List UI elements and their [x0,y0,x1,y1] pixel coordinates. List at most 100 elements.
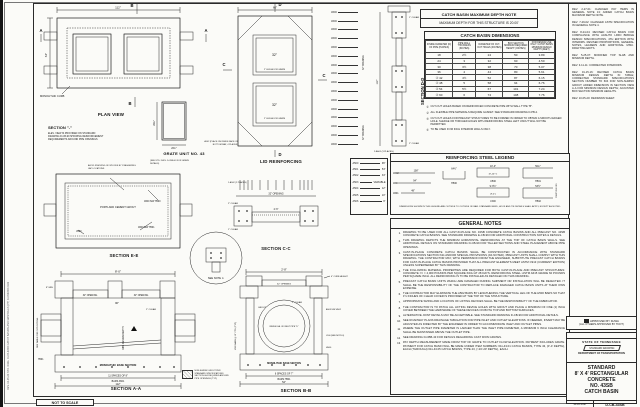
dd-clear2-label: 2" CLEAR [409,142,419,145]
aa-min-depth: MIN. DESIGN DEPTH [123,326,125,349]
plan-marker-a-right: A [204,28,207,33]
bar-strip-row: A500 [331,70,358,79]
bar-strip-line [337,20,358,22]
standard-drawing-banner: STANDARD DRAWING [582,345,621,351]
bb-clear2-label: 2" CLEAR [292,301,302,304]
bar-strip-line [337,47,358,49]
bar-strip-row: A500 [331,131,358,140]
bb-spaces-label: 6 SPACES OF 7" [275,373,293,376]
bar-schedule-box: A500 96" A501 54" A502 34" A503 VARIABLE [350,158,388,215]
bar-schedule-row: A506 9" [351,198,387,204]
bar-line [359,162,381,164]
section-bb-geometry [239,269,331,387]
steel-legend-diagram: 108" A502 94" A500 48" A501 64½" H500 10… [393,165,558,203]
dimensions-table-row: ② 48 5 58 94 6.76 [424,80,555,87]
general-note-text: SEE DRAWING D-CBB-43 FOR DETAILS REGARDI… [403,334,502,339]
bar-strip-line [337,73,358,75]
general-note: 7. APPROPRIATE SIZING AND LOCATION OF LI… [395,299,565,304]
bb-grout-label: GROUT [258,307,267,309]
bar-strip-label: A500 [331,116,337,120]
general-note: 6. THE CONTRACTOR MAY ELIMINATE THE A502… [395,291,565,299]
legend-l500-dim: 9'-6½" [490,184,497,188]
grate-unit-drawing: 26¾" 26¾" [153,101,187,150]
max-depth-title: CATCH BASIN MAXIMUM DEPTH NOTE [421,10,537,19]
grate-unit-geometry [156,101,187,146]
dimensions-table-row: ② 54 5½ 67 101 7.24 [424,85,555,93]
bar-dim: 96" [381,161,386,165]
dd-dim-112: 112" [376,80,379,85]
cell-cutout-dia: 58 [475,80,504,87]
bb-h500bars-label: H500 BARS @ 12" CTS. (TYP.) [234,322,237,350]
lid-marker-c-left: C [222,62,225,67]
sheet-title-line2: 8' X 4' RECTANGULAR [574,371,629,377]
bar-strip-row: A500 [331,78,358,87]
col-header-design-depth: FOR DESIGN USE ONLY: CATCH BASIN MINIMUM… [528,39,555,54]
bar-dim: 10" [381,193,386,197]
cell-wall-thk: 3½ [452,63,477,70]
bar-line [359,194,381,196]
detail-geometry [189,231,243,285]
table-footnote: ① CUT-OUT HOLES BASED ON REINFORCED CONC… [424,105,562,109]
revision-entry: REV. 5-25-07: MODIFIED TOP SLAB AND MINI… [572,54,634,61]
legend-a502-dim: 108" [414,170,419,173]
plan-monolithic-curb-label: MONOLITHIC CURB [40,94,65,98]
bar-strip-label: A500 [331,90,337,94]
bar-schedule-row: A501 54" [351,166,387,172]
bar-name: A503 [352,180,359,184]
ee-a500h500-label: A500 S/W H500 [144,200,161,203]
col-header-box-height: BOX SECTION MINIMUM REQUIRED HEIGHT (INC… [502,39,530,54]
bb-curb-label: 4" CURB HEIGHT [331,276,349,278]
cell-wall-thk: 4½ [452,74,477,81]
footnote-text: ALL FLEXIBLE PIPE MATERIALS REQUIRE GASK… [430,111,538,114]
strip-opening-label-2: 32" OPENING [363,125,365,140]
bb-opening-dim: 32" OPENING [277,284,291,286]
cc-clear2-label: 2" CLEAR [228,202,238,205]
cell-cutout-dia: 52 [475,74,504,81]
footnote-text: CUT-OUT HOLES FOR PRECAST STRUCTURES TO … [430,117,562,127]
section-aa-title: SECTION A-A [110,386,142,391]
bar-strip-row: A500 [331,105,358,114]
strip-opening-label-1: 32" OPENING [363,55,365,70]
table-footnote: ④ TO BE USED IN 96 INCH INTERIOR WALLS O… [424,128,562,132]
bar-name: A505 [352,193,359,197]
general-note-number: 13. [397,341,401,346]
lid-opening-dim-2: 32" [272,103,278,107]
sheet-edge-strip [0,0,3,407]
grout-legend: NON-SHRINK GROUT PER STANDARD SPECIFICAT… [182,370,232,380]
bar-schedule-row: A505 10" [351,192,387,198]
dimensions-table-row: ② 60 6 74 108 7.76 [424,91,555,98]
dd-bars-label: 2-A501 (3 PLACES) [374,150,394,153]
approved-line1: APPROVED BY FHWA [567,318,636,324]
cc-dim-26: 2'-6" [274,208,279,211]
bb-54-dim: 54" [282,380,286,384]
sheet-inner-border [33,3,637,397]
lid-marker-d-bottom: D [278,152,281,157]
legend-h500-dim: 64½" [451,167,457,171]
cc-clear1-label: 1" CLEAR [228,228,238,231]
bar-strip-label: A500 [331,72,337,76]
bar-strip-line [337,11,358,13]
grate-dim-side: 26¾" [153,120,156,126]
general-note-number: 10. [397,319,401,324]
plan-view-title: PLAN VIEW [97,112,125,117]
section-bb-drawing: 2'-8" 4" CURB HEIGHT 32" OPENING GROUT 2… [234,268,349,387]
aa-base-label: MONOLITHIC BASE SECTION [100,363,137,367]
title-block-date: 10-26-1997 [567,401,594,407]
bar-strip-label: A500 [331,28,337,32]
legend-h502-crimp: CRIMP ONE END [556,183,558,198]
lid-ledge-note-2: 2" LEDGE FOR GRATE [264,117,286,120]
dimensions-table: INSIDE DIAMETER (D) OF PIPE (INCHES) PIP… [424,39,555,98]
sheet-title-line4: NO. 43SB [590,383,613,389]
title-block: STATE OF TENNESSEE STANDARD DRAWING DEPA… [566,332,637,407]
general-note-number: 12. [397,335,401,340]
cell-cutout-dia: 67 [475,85,504,93]
general-note-text: THE CONTRACTOR IS TO PATCH ALL LIFTING D… [403,304,565,312]
aa-h501-label: H501 [38,359,44,361]
bar-strip-line [337,126,358,128]
legend-h501-dim: 50¼" [535,165,541,168]
general-note: 4. THE FOLLOWING MATERIAL PROPERTIES ARE… [395,268,565,279]
bar-strip-line [337,38,358,40]
max-depth-note-box: CATCH BASIN MAXIMUM DEPTH NOTE MAXIMUM D… [420,9,538,28]
plan-view-drawing: 112" 64" A A B B MONOLITHIC CURB [39,3,208,107]
bar-strip-row: A500 [331,114,358,123]
